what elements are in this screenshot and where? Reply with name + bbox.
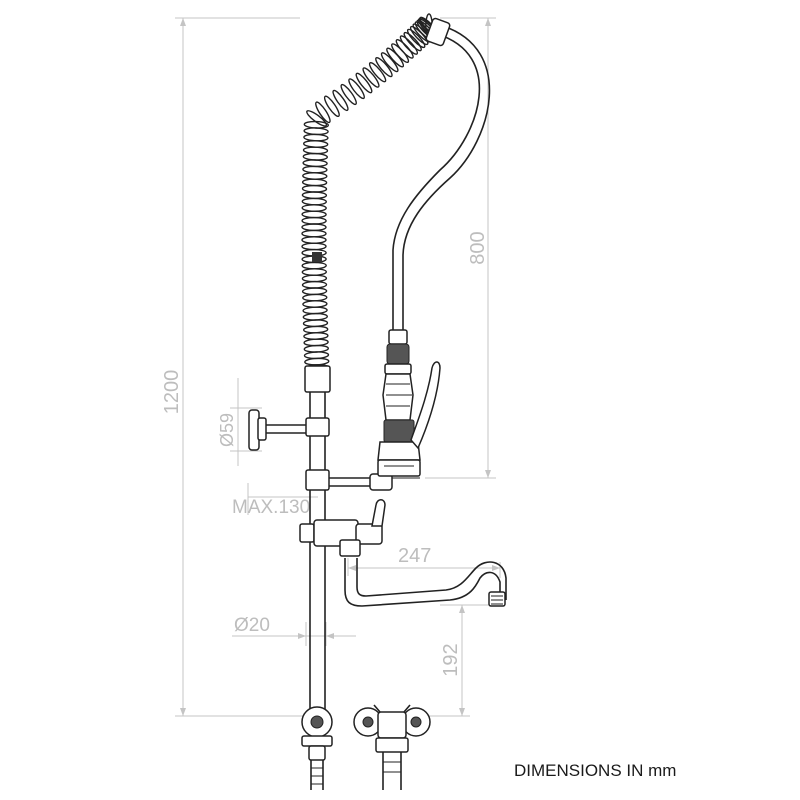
coil-loop: [332, 89, 349, 112]
coil-loop: [301, 191, 328, 200]
coil-loop: [368, 62, 387, 83]
coil-loop: [375, 56, 393, 78]
coil-loop: [302, 312, 328, 321]
dimensions-note: DIMENSIONS IN mm: [514, 761, 676, 780]
coil-loop: [301, 280, 328, 289]
coil-loop: [301, 242, 327, 251]
mixer-valve: [299, 499, 386, 557]
coil-loop: [302, 152, 328, 161]
coil-loop: [399, 35, 419, 55]
coil-loop: [301, 261, 327, 270]
coil-loop: [301, 223, 327, 232]
spray-valve: [377, 329, 441, 477]
coil-loop: [301, 287, 328, 296]
coil-loop: [301, 268, 327, 276]
coil-loop: [301, 236, 327, 244]
coil-loop: [302, 306, 328, 315]
coil-loop: [302, 165, 328, 174]
coil-loop: [301, 197, 327, 206]
coil-loop: [302, 300, 328, 308]
coil-loop: [362, 67, 380, 88]
dim-max-projection-label: MAX.130: [232, 497, 310, 518]
coil-marker: [312, 252, 322, 262]
coil-loop: [301, 229, 327, 238]
coil-loop: [303, 325, 329, 334]
coil-loop: [302, 319, 329, 328]
coil-loop: [301, 178, 328, 187]
coil-loop: [302, 146, 329, 155]
coil-loop: [406, 28, 426, 49]
coil-loop: [395, 39, 414, 59]
coil-loop: [302, 172, 328, 180]
coil-loop: [306, 110, 328, 127]
coil-loop: [348, 78, 365, 100]
dim-spout-height-label: 192: [440, 643, 462, 676]
base-fittings: [301, 706, 333, 790]
coil-loop: [302, 159, 328, 168]
wall-bracket: [248, 409, 306, 451]
dimension-arrows: [180, 18, 500, 716]
coil-loop: [403, 31, 422, 52]
coil-loop: [315, 101, 331, 124]
coil-loop: [301, 184, 328, 193]
coil-loop: [301, 210, 327, 219]
coil-loop: [302, 293, 328, 302]
hanger-arm: [329, 473, 420, 491]
dim-spout-reach-label: 247: [398, 545, 431, 567]
dim-pipe-diameter-label: Ø20: [234, 615, 270, 636]
coil-loop: [301, 204, 327, 212]
coil-loop: [340, 83, 357, 106]
coil-loop: [355, 72, 373, 94]
coil-loop: [301, 274, 328, 283]
dim-total-height-label: 1200: [161, 370, 183, 415]
swivel-spout: [344, 558, 507, 607]
dim-hose-height-label: 800: [467, 231, 489, 264]
coil-loop: [380, 52, 399, 73]
coil-loop: [301, 216, 327, 225]
deck-mounted-valve: [353, 704, 431, 790]
dimension-lines: [175, 17, 501, 717]
coil-loop: [323, 95, 340, 118]
flexible-hose: [392, 17, 491, 330]
dim-bracket-diameter-label: Ø59: [217, 413, 237, 447]
